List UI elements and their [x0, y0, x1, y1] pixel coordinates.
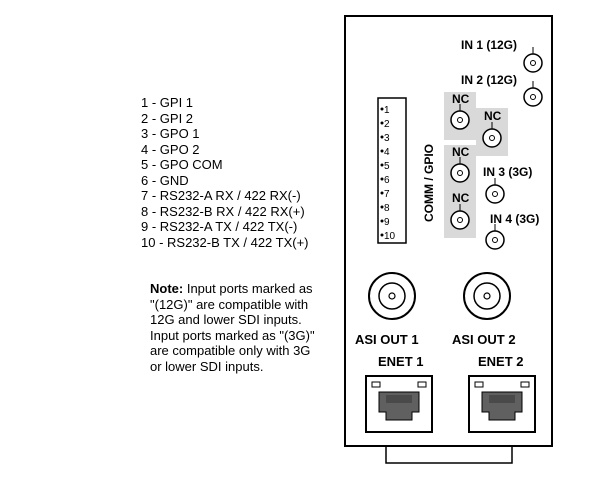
pin-item-3: 3 - GPO 1 [141, 126, 200, 141]
in4-bnc-connector [485, 224, 505, 250]
panel-bottom-tab [385, 446, 513, 464]
terminal-pin-5: 5 [384, 161, 390, 172]
terminal-pin-dots [380, 107, 384, 237]
enet-2-rj45-port [468, 375, 536, 433]
note-line-6: or lower SDI inputs. [150, 358, 264, 374]
pin-item-2: 2 - GPI 2 [141, 110, 194, 126]
terminal-pin-7: 7 [384, 189, 390, 200]
note-line-1: Note: Input ports marked as [150, 281, 350, 297]
compatibility-note: Note: Input ports marked as "(12G)" are … [150, 281, 350, 374]
nc-connector-3 [450, 157, 470, 183]
note-line-3: 12G and lower SDI inputs. [150, 312, 302, 327]
terminal-pin-6: 6 [384, 175, 390, 186]
pin-description-list: 1 - GPI 1 2 - GPI 2 3 - GPO 1 4 - GPO 2 … [141, 95, 371, 250]
terminal-pin-9: 9 [384, 217, 390, 228]
nc-label-1: NC [452, 92, 470, 106]
in4-label: IN 4 (3G) [490, 212, 539, 226]
terminal-pin-3: 3 [384, 133, 390, 144]
note-label: Note: [150, 281, 184, 296]
note-line-5: are compatible only with 3G [150, 343, 311, 358]
nc-connector-2 [482, 122, 502, 148]
nc-label-4: NC [452, 191, 470, 205]
pin-item-6: 6 - GND [141, 172, 189, 188]
terminal-pin-10: 10 [384, 231, 396, 242]
pin-item-1: 1 - GPI 1 [141, 95, 194, 110]
terminal-pin-2: 2 [384, 119, 390, 130]
nc-connector-1 [450, 104, 470, 130]
enet-1-rj45-port [365, 375, 433, 433]
enet-2-label: ENET 2 [478, 354, 524, 369]
enet-1-label: ENET 1 [378, 354, 424, 369]
pin-item-5: 5 - GPO COM [141, 157, 223, 172]
in2-bnc-connector [523, 81, 543, 107]
asi-out-1-connector [368, 272, 416, 320]
asi-out-1-label: ASI OUT 1 [355, 332, 419, 347]
note-line-4: Input ports marked as "(3G)" [150, 327, 315, 343]
asi-out-2-connector [463, 272, 511, 320]
note-text-1: Input ports marked as [183, 281, 313, 296]
terminal-pin-8: 8 [384, 203, 390, 214]
pin-item-4: 4 - GPO 2 [141, 141, 200, 157]
in2-label: IN 2 (12G) [461, 73, 517, 87]
nc-label-3: NC [452, 145, 470, 159]
pin-item-8: 8 - RS232-B RX / 422 RX(+) [141, 203, 305, 219]
asi-out-2-label: ASI OUT 2 [452, 332, 516, 347]
nc-label-2: NC [484, 109, 502, 123]
in3-label: IN 3 (3G) [483, 165, 532, 179]
note-line-2: "(12G)" are compatible with [150, 296, 309, 312]
nc-connector-4 [450, 204, 470, 230]
pin-item-7: 7 - RS232-A RX / 422 RX(-) [141, 188, 301, 203]
in1-bnc-connector [523, 47, 543, 73]
pin-item-10: 10 - RS232-B TX / 422 TX(+) [141, 234, 309, 250]
comm-gpio-label: COMM / GPIO [422, 144, 436, 222]
pin-item-9: 9 - RS232-A TX / 422 TX(-) [141, 219, 298, 234]
terminal-pin-1: 1 [384, 105, 390, 116]
terminal-pin-labels: 1 2 3 4 5 6 7 8 9 10 [384, 105, 396, 242]
terminal-pin-4: 4 [384, 147, 390, 158]
in3-bnc-connector [485, 178, 505, 204]
in1-label: IN 1 (12G) [461, 38, 517, 52]
